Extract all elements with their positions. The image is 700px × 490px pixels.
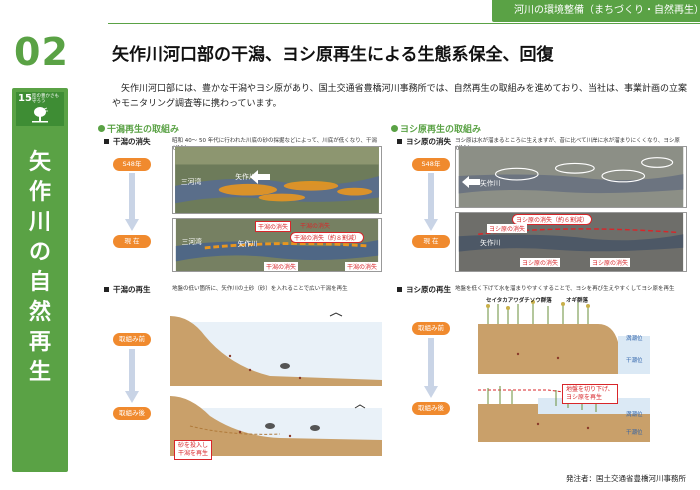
reed-map-1973: 矢作川 [455, 146, 687, 208]
tideflat-heading: 干潟再生の取組み [98, 122, 179, 135]
down-arrow-icon [424, 173, 438, 231]
page-title: 矢作川河口部の干潟、ヨシ原再生による生態系保全、回復 [112, 45, 554, 65]
reed-regen-diagram [478, 300, 650, 442]
loss-annotation-main: 干潟の消失（約８割減） [290, 232, 365, 243]
arrow-left-icon [462, 176, 480, 188]
sdg-number: 15 [18, 93, 32, 104]
down-arrow-icon [125, 349, 139, 403]
sdg-badge: 15 陸の豊かさも守ろう [16, 92, 64, 126]
header-rule [108, 23, 700, 24]
regen-note: 砂を投入し 干潟を再生 [174, 440, 213, 460]
loss-annotation: ヨシ原の消失 [520, 258, 561, 267]
regen-note: 地盤を切り下げ、 ヨシ原を再生 [562, 384, 618, 404]
after-badge: 取組み後 [113, 407, 151, 420]
bullet-icon [391, 125, 398, 132]
square-bullet-icon [397, 287, 402, 292]
reed-heading: ヨシ原再生の取組み [391, 122, 481, 135]
square-bullet-icon [104, 287, 109, 292]
bullet-icon [98, 125, 105, 132]
tideflat-map-1973: 三河湾 矢作川 [172, 146, 382, 214]
svg-text:矢作川: 矢作川 [480, 238, 500, 247]
sdg-text: 陸の豊かさも守ろう [32, 94, 59, 104]
after-badge: 取組み後 [412, 402, 450, 415]
svg-text:矢作川: 矢作川 [238, 239, 258, 248]
square-bullet-icon [104, 139, 109, 144]
tideflat-regen-heading: 干潟の再生 [104, 284, 151, 295]
tideflat-regen-diagram [170, 312, 382, 456]
svg-text:三河湾: 三河湾 [182, 237, 202, 246]
section-number: 02 [14, 30, 69, 74]
high-water-label: 満潮位 [626, 412, 643, 418]
publisher-credit: 発注者：国土交通省豊橋河川事務所 [566, 474, 686, 483]
square-bullet-icon [397, 139, 402, 144]
tree-icon [32, 107, 48, 123]
plant-label-goldenrod: セイタカアワダチソウ群落 [486, 298, 552, 304]
low-water-label: 干潮位 [626, 430, 643, 436]
reed-loss-heading: ヨシ原の消失 [397, 136, 451, 147]
before-badge: 取組み前 [113, 333, 151, 346]
loss-annotation: 干潟の消失 [300, 223, 331, 230]
loss-annotation: 干潟の消失 [345, 262, 380, 271]
loss-annotation: ヨシ原の消失 [487, 224, 528, 233]
loss-annotation: 干潟の消失 [255, 221, 292, 232]
intro-text: 矢作川河口部には、豊かな干潟やヨシ原があり、国土交通省豊橋河川事務所では、自然再… [112, 84, 688, 109]
loss-annotation: ヨシ原の消失 [590, 258, 631, 267]
present-badge: 現 在 [113, 235, 151, 248]
map-label-river: 矢作川 [235, 172, 256, 181]
category-tag: 河川の環境整備（まちづくり・自然再生） [492, 0, 700, 22]
present-badge: 現 在 [412, 235, 450, 248]
low-water-label: 干潮位 [626, 358, 643, 364]
arrow-left-icon [250, 170, 270, 184]
header-bar: 河川の環境整備（まちづくり・自然再生） [0, 0, 700, 26]
svg-text:矢作川: 矢作川 [480, 179, 501, 188]
down-arrow-icon [125, 173, 139, 231]
reed-regen-caption: 地盤を低く下げて水を溜まりやすくすることで、ヨシを再び生えやすくしてヨシ原を再生 [455, 286, 675, 292]
down-arrow-icon [424, 338, 438, 398]
past-year-badge: S48年 [412, 158, 450, 171]
tideflat-loss-heading: 干潟の消失 [104, 136, 151, 147]
high-water-label: 満潮位 [626, 336, 643, 342]
reed-regen-heading: ヨシ原の再生 [397, 284, 451, 295]
before-badge: 取組み前 [412, 322, 450, 335]
loss-annotation-main: ヨシ原の消失（約６割減） [512, 214, 593, 225]
plant-label-silvergrass: オギ群落 [566, 298, 589, 304]
map-label-bay: 三河湾 [181, 177, 202, 186]
sidebar: 15 陸の豊かさも守ろう 矢作川の自然再生 [12, 88, 68, 472]
tideflat-regen-caption: 地盤の低い箇所に、矢作川の土砂（砂）を入れることで広い干潟を再生 [172, 286, 348, 292]
loss-annotation: 干潟の消失 [264, 262, 299, 271]
sidebar-vertical-title: 矢作川の自然再生 [28, 150, 51, 385]
past-year-badge: S48年 [113, 158, 151, 171]
